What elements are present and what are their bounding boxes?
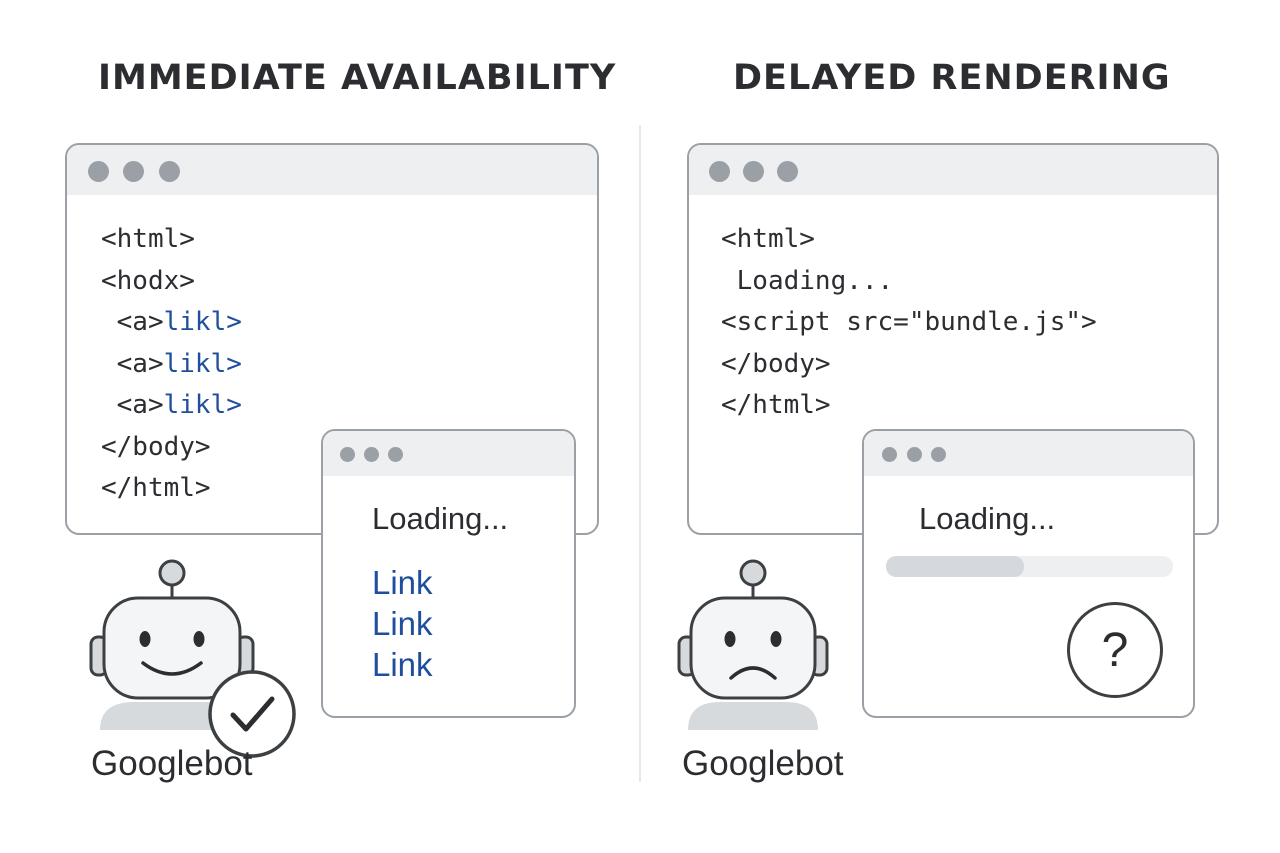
code-text: <a> — [101, 390, 164, 420]
popup-titlebar — [323, 431, 574, 476]
code-text: </html> — [101, 473, 211, 503]
code-line: Loading... — [721, 261, 1097, 303]
code-line: <html> — [101, 219, 242, 261]
right-source-code: <html> Loading... <script src="bundle.js"… — [721, 219, 1097, 427]
code-line: </html> — [101, 468, 242, 510]
window-titlebar — [67, 145, 597, 195]
code-link-text: likl> — [163, 390, 242, 420]
checkmark-icon — [230, 696, 275, 732]
rendered-links: Link Link Link — [372, 562, 433, 685]
rendered-link[interactable]: Link — [372, 646, 433, 683]
left-source-code: <html><hodx> <a>likl> <a>likl> <a>likl><… — [101, 219, 242, 510]
code-line: </body> — [101, 427, 242, 469]
window-dot-icon — [709, 161, 730, 182]
code-text: <a> — [101, 348, 164, 379]
right-loading-text: Loading... — [919, 501, 1056, 536]
left-render-popup: Loading... Link Link Link — [321, 429, 576, 718]
code-line: </html> — [721, 385, 1097, 427]
window-dot-icon — [364, 447, 379, 462]
loading-progress-bar — [886, 556, 1173, 577]
window-dot-icon — [907, 447, 922, 462]
code-text: </body> — [101, 431, 211, 462]
happy-robot-icon — [89, 559, 296, 758]
left-bot-label: Googlebot — [91, 744, 253, 783]
code-line: <script src="bundle.js"> — [721, 302, 1097, 344]
window-dot-icon — [88, 161, 109, 182]
window-dot-icon — [388, 447, 403, 462]
code-link-text: likl> — [163, 348, 242, 379]
code-text: </html> — [721, 390, 831, 420]
code-text: <a> — [101, 307, 164, 337]
left-heading: IMMEDIATE AVAILABILITY — [98, 58, 617, 98]
right-render-popup: Loading... ? — [862, 429, 1195, 718]
popup-titlebar — [864, 431, 1193, 476]
window-dot-icon — [159, 161, 180, 182]
code-text: <script src="bundle.js"> — [721, 307, 1097, 337]
rendered-link[interactable]: Link — [372, 564, 433, 601]
window-titlebar — [689, 145, 1217, 195]
window-dot-icon — [777, 161, 798, 182]
rendered-link[interactable]: Link — [372, 605, 433, 642]
code-text: Loading... — [721, 265, 894, 296]
right-bot-label: Googlebot — [682, 744, 844, 783]
code-line: <html> — [721, 219, 1097, 261]
progress-fill — [886, 556, 1024, 577]
left-loading-text: Loading... — [372, 501, 509, 536]
sad-robot-icon — [677, 559, 829, 730]
code-line: </body> — [721, 344, 1097, 386]
question-mark-icon: ? — [1067, 602, 1163, 698]
code-text: <html> — [721, 224, 815, 254]
window-dot-icon — [743, 161, 764, 182]
code-line: <a>likl> — [101, 344, 242, 386]
code-text: <html> — [101, 224, 195, 254]
code-line: <a>likl> — [101, 302, 242, 344]
code-line: <hodx> — [101, 261, 242, 303]
code-link-text: likl> — [163, 307, 242, 337]
window-dot-icon — [123, 161, 144, 182]
window-dot-icon — [340, 447, 355, 462]
window-dot-icon — [931, 447, 946, 462]
panel-divider — [639, 125, 641, 782]
code-text: </body> — [721, 348, 831, 379]
code-line: <a>likl> — [101, 385, 242, 427]
window-dot-icon — [882, 447, 897, 462]
code-text: <hodx> — [101, 265, 195, 296]
right-heading: DELAYED RENDERING — [733, 58, 1171, 98]
